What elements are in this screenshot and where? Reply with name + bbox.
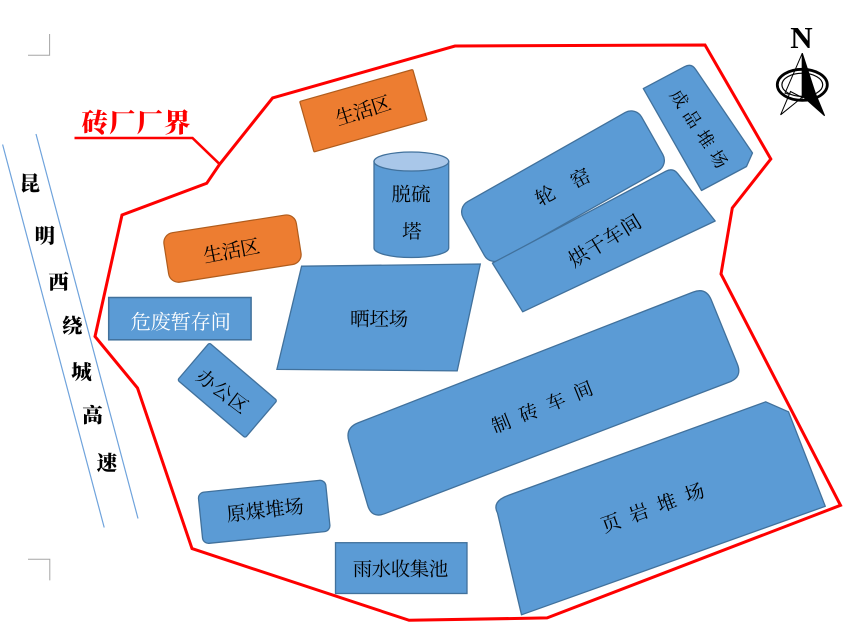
svg-text:N: N <box>790 20 812 55</box>
